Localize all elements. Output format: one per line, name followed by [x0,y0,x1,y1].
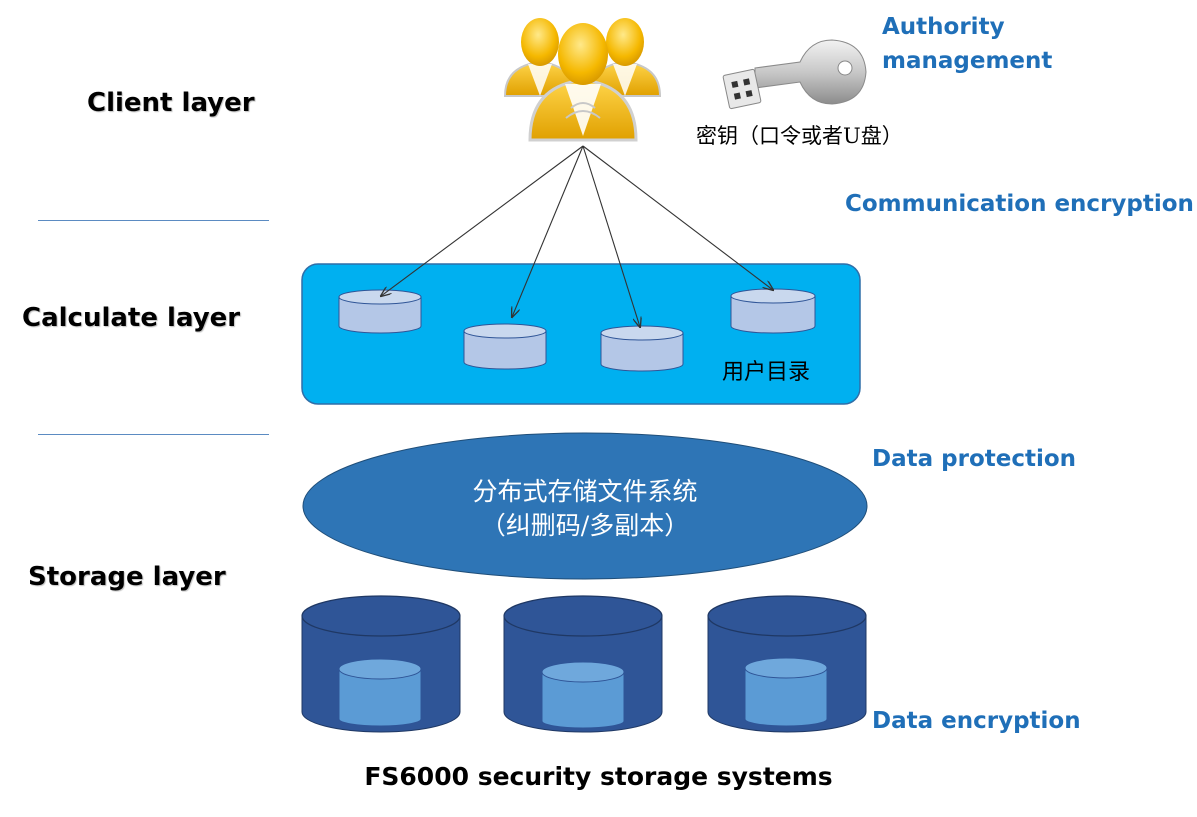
arrow-to-directory-1 [381,145,584,296]
storage-layer-label: Storage layer [28,562,226,592]
user-directory-cylinder-1 [338,289,422,334]
authority-management-line2: management [882,48,1053,74]
user-directory-label: 用户目录 [722,360,811,385]
storage-cylinder-1 [301,595,461,733]
system-title: FS6000 security storage systems [364,762,833,791]
authority-management-label: Authority management [882,10,1052,78]
storage-cylinder-2 [503,595,663,733]
user-directory-cylinder-2 [463,323,547,370]
usb-key-icon [722,39,867,110]
authority-management-line1: Authority [882,14,1005,40]
distributed-file-system-label: 分布式存储文件系统 （纠删码/多副本） [385,475,785,543]
layer-divider-bottom [38,434,269,435]
user-directory-cylinder-4 [730,288,816,334]
dfs-title: 分布式存储文件系统 [472,477,698,506]
user-directory-cylinder-3 [600,325,684,372]
communication-encryption-label: Communication encryption [845,191,1194,217]
arrow-to-directory-2 [512,145,584,317]
client-arrows [381,145,773,327]
calculate-layer-label: Calculate layer [22,303,241,333]
client-layer-label: Client layer [87,88,255,118]
storage-cylinder-3 [707,595,867,733]
distributed-file-system-ellipse [302,432,868,580]
key-caption: 密钥（口令或者U盘） [696,124,903,148]
arrow-to-directory-4 [582,145,773,290]
data-protection-label: Data protection [872,446,1077,472]
layer-divider-top [38,220,269,221]
arrow-to-directory-3 [582,145,640,327]
user-group-icon [503,18,662,142]
data-encryption-label: Data encryption [872,708,1081,734]
dfs-subtitle: （纠删码/多副本） [480,511,690,540]
compute-layer-panel [301,263,861,405]
